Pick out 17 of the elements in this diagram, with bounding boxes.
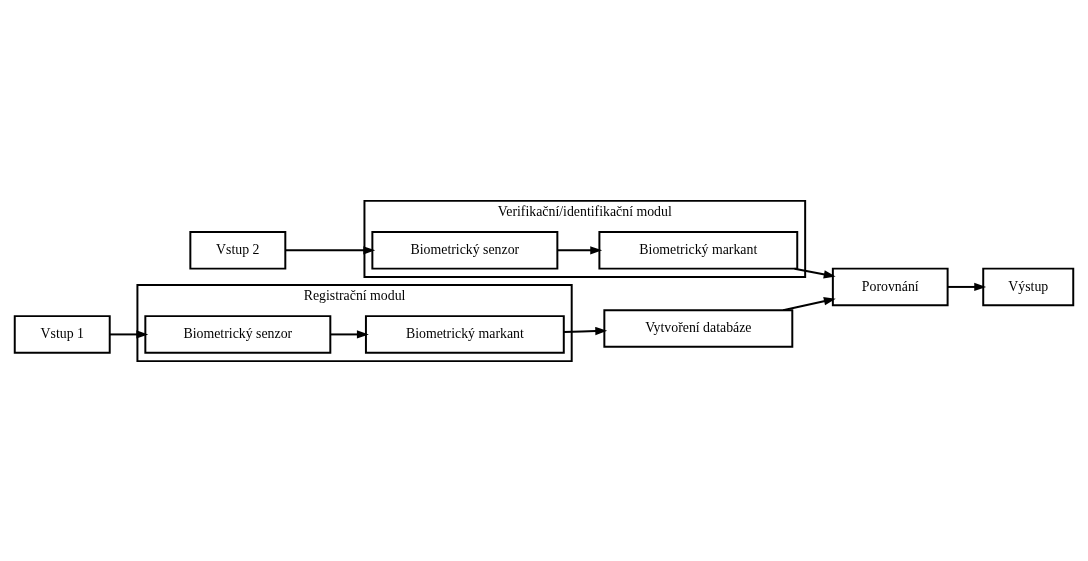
arrow [793,267,836,278]
arrow [329,329,369,339]
arrow [563,326,608,335]
node-box: Biometrický markant [364,314,565,354]
node-box: Biometrický markant [598,230,799,270]
arrow [284,245,376,254]
arrow [782,296,836,311]
arrow [556,245,603,254]
node-box: Vstup 1 [13,314,111,354]
node-box: Porovnání [831,267,949,306]
node-box: Vstup 2 [189,230,287,270]
node-box: Biometrický senzor [371,230,559,270]
node-box: Biometrický senzor [144,314,332,354]
node-box: Výstup [982,267,1075,306]
node-box: Vytvoření databáze [603,308,794,348]
arrow [946,282,987,291]
arrow [108,329,149,339]
